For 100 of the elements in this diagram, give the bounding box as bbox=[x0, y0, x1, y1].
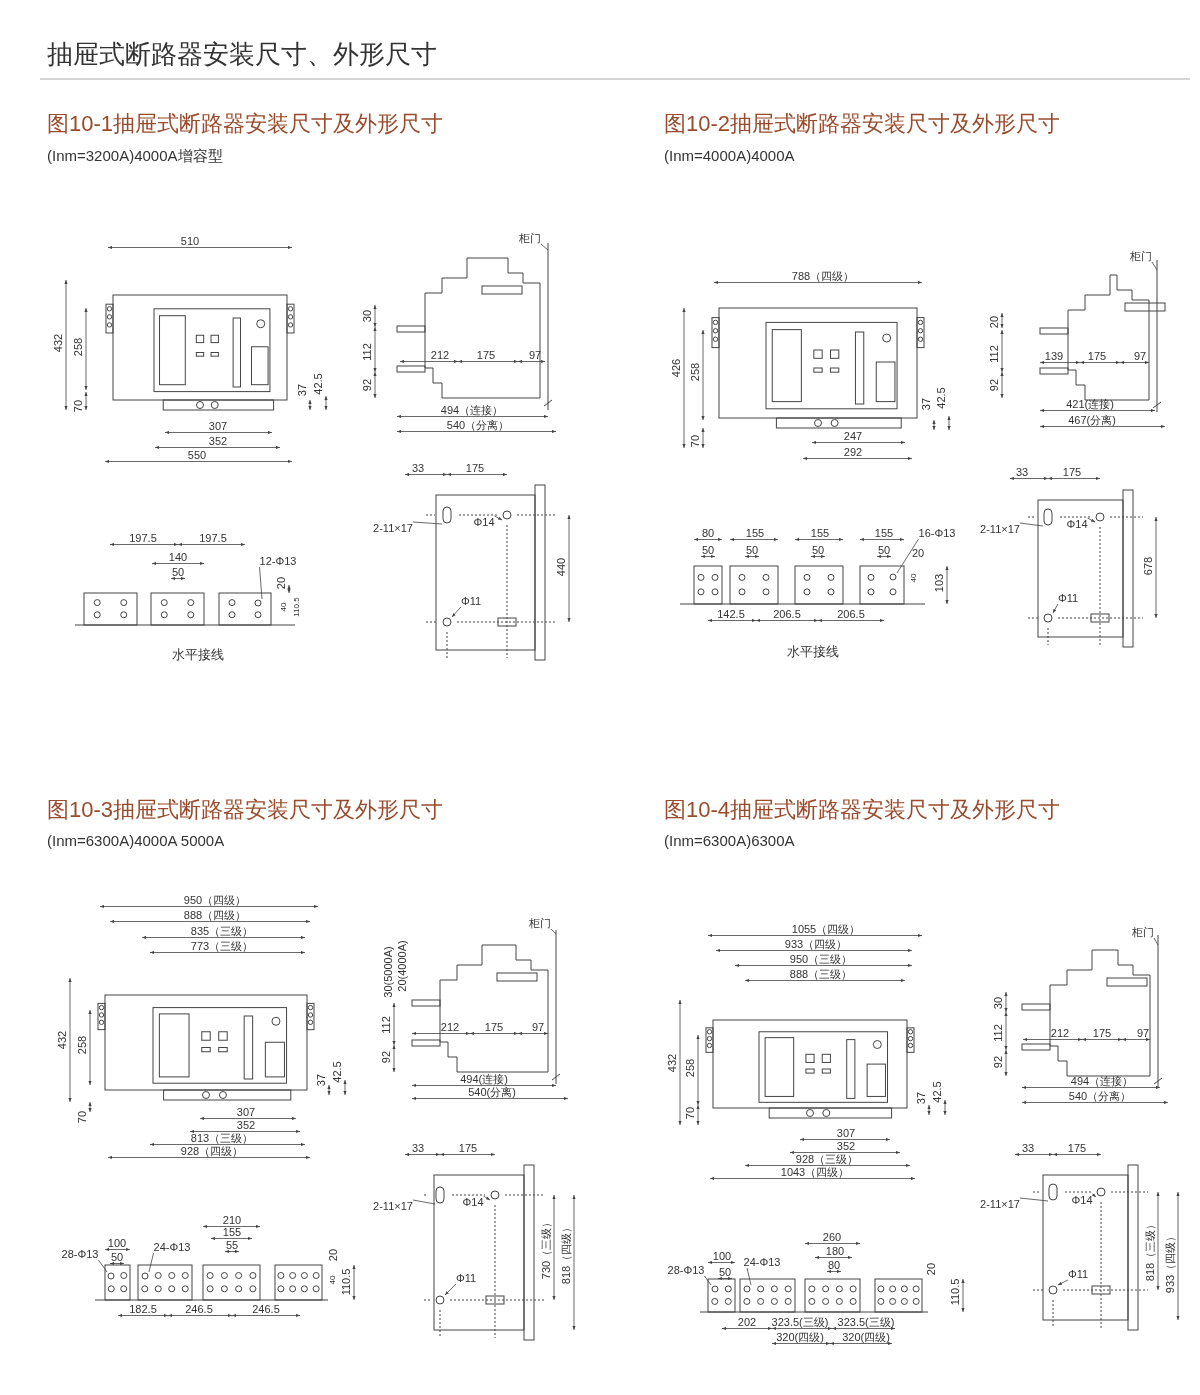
callout-label: 28-Φ13 bbox=[667, 1264, 705, 1276]
dimension-label: 258 bbox=[76, 1035, 88, 1055]
leader-line bbox=[1019, 1197, 1049, 1202]
slot-hole bbox=[442, 506, 452, 524]
dimension-label: 440 bbox=[555, 557, 567, 577]
dimension-label: 30(5000A) bbox=[382, 946, 394, 998]
dimension-label: 421(连接) bbox=[1066, 398, 1114, 410]
slot-hole bbox=[435, 1186, 445, 1204]
dimension-label: 20(4000A) bbox=[396, 940, 408, 992]
bolt-hole bbox=[711, 1285, 719, 1293]
dimension-label: 20 bbox=[988, 315, 1000, 329]
dimension-label: 426 bbox=[670, 358, 682, 378]
dimension-label: 494（连接） bbox=[1070, 1075, 1134, 1087]
dimension-label: 20 bbox=[275, 576, 287, 590]
slot-hole bbox=[1043, 508, 1053, 526]
dimension-label: 540（分离） bbox=[1068, 1090, 1132, 1102]
dimension-label: 42.5 bbox=[331, 1061, 343, 1083]
dimension-label: 175 bbox=[458, 1142, 478, 1154]
dimension-label: 467(分离) bbox=[1068, 414, 1116, 426]
dimension-label: 323.5(三级) bbox=[771, 1316, 829, 1328]
figure-heading: 图10-4抽屉式断路器安装尺寸及外形尺寸 bbox=[664, 797, 1061, 823]
mounting-hole bbox=[435, 1295, 445, 1305]
dimension-label: 33 bbox=[1021, 1142, 1035, 1154]
dimension-label: 202 bbox=[737, 1316, 757, 1328]
leader-line bbox=[704, 1275, 712, 1286]
dimension-label: 206.5 bbox=[837, 608, 865, 620]
figure-subtitle: (Inm=6300A)6300A bbox=[664, 832, 795, 850]
callout-label: 2-11×17 bbox=[980, 523, 1020, 535]
dimension-label: 175 bbox=[1087, 350, 1107, 362]
dimension-label: 50 bbox=[877, 544, 891, 556]
dimension-label: 933（四级） bbox=[784, 938, 848, 950]
dimension-label: 70 bbox=[684, 1106, 696, 1120]
dimension-label: 155 bbox=[874, 527, 894, 539]
dimension-label: 182.5 bbox=[129, 1303, 157, 1315]
dimension-label: 175 bbox=[1062, 466, 1082, 478]
dimension-label: 246.5 bbox=[185, 1303, 213, 1315]
dimension-label: 155 bbox=[810, 527, 830, 539]
callout-label: 24-Φ13 bbox=[153, 1241, 191, 1253]
dimension-label: 432 bbox=[56, 1030, 68, 1050]
mounting-hole bbox=[1043, 613, 1053, 623]
dimension-label: 888（四级） bbox=[183, 909, 247, 921]
callout-label: 柜门 bbox=[1130, 250, 1152, 262]
dimension-label: 813（三级） bbox=[190, 1132, 254, 1144]
mounting-hole bbox=[502, 510, 512, 520]
figure-subtitle: (Inm=6300A)4000A 5000A bbox=[47, 832, 225, 850]
dimension-label: 112 bbox=[361, 343, 373, 361]
dimension-label: 180 bbox=[825, 1245, 845, 1257]
leader-line bbox=[148, 1252, 154, 1273]
callout-label: Φ14 bbox=[462, 1196, 484, 1208]
dimension-label: 100 bbox=[712, 1250, 732, 1262]
dimension-label: 320(四级) bbox=[842, 1331, 890, 1343]
dimension-label: 50 bbox=[110, 1251, 124, 1263]
callout-label: 2-11×17 bbox=[373, 522, 413, 534]
dimension-label: 258 bbox=[684, 1058, 696, 1078]
dimension-label: 260 bbox=[822, 1231, 842, 1243]
dimension-label: 70 bbox=[72, 399, 84, 413]
figure-subtitle: (Inm=4000A)4000A bbox=[664, 147, 795, 165]
dimension-label: 30 bbox=[992, 996, 1004, 1010]
leader-line bbox=[1151, 261, 1158, 271]
dimension-label: 42.5 bbox=[312, 373, 324, 395]
bolt-hole bbox=[107, 1272, 115, 1280]
dimension-label: 112 bbox=[992, 1024, 1004, 1042]
dimension-label: 352 bbox=[836, 1140, 856, 1152]
dimension-label: 888（三级） bbox=[789, 968, 853, 980]
view-caption: 水平接线 bbox=[787, 643, 839, 659]
bolt-hole bbox=[141, 1272, 149, 1280]
dimension-label: 950（四级） bbox=[183, 894, 247, 906]
slot-hole bbox=[1048, 1183, 1058, 1201]
callout-label: Φ11 bbox=[460, 595, 482, 607]
dimension-label: 197.5 bbox=[199, 532, 227, 544]
dimension-label: 323.5(三级) bbox=[837, 1316, 895, 1328]
dimension-label: 92 bbox=[992, 1055, 1004, 1069]
dimension-label: 20 bbox=[911, 547, 925, 559]
bolt-hole bbox=[889, 573, 897, 581]
dimension-label: 110.5 bbox=[949, 1278, 961, 1306]
callout-label: 28-Φ13 bbox=[61, 1248, 99, 1260]
dimension-label: 928（三级） bbox=[795, 1153, 859, 1165]
dimension-label: 140 bbox=[168, 551, 188, 563]
dimension-label: 352 bbox=[236, 1119, 256, 1131]
dimension-label: 307 bbox=[236, 1106, 256, 1118]
dimension-label: 818（四级） bbox=[560, 1221, 572, 1285]
callout-label: 12-Φ13 bbox=[259, 555, 297, 567]
dimension-label: 110.5 bbox=[291, 597, 301, 617]
leader-line bbox=[98, 1259, 108, 1273]
dimension-label: 97 bbox=[531, 1021, 545, 1033]
dimension-label: 155 bbox=[222, 1226, 242, 1238]
dimension-label: 788（四级） bbox=[791, 270, 855, 282]
dimension-label: 37 bbox=[915, 1091, 927, 1105]
dimension-label: 40 bbox=[327, 1275, 337, 1285]
dimension-label: 510 bbox=[180, 235, 200, 247]
callout-label: Φ11 bbox=[455, 1272, 477, 1284]
dimension-label: 307 bbox=[836, 1127, 856, 1139]
dimension-label: 110.5 bbox=[340, 1268, 352, 1296]
dimension-label: 1055（四级） bbox=[791, 923, 861, 935]
callout-label: 24-Φ13 bbox=[743, 1256, 781, 1268]
dimension-label: 307 bbox=[208, 420, 228, 432]
dimension-label: 206.5 bbox=[773, 608, 801, 620]
dimension-label: 112 bbox=[988, 345, 1000, 363]
dimension-label: 175 bbox=[1067, 1142, 1087, 1154]
dimension-label: 818（三级） bbox=[1144, 1218, 1156, 1282]
